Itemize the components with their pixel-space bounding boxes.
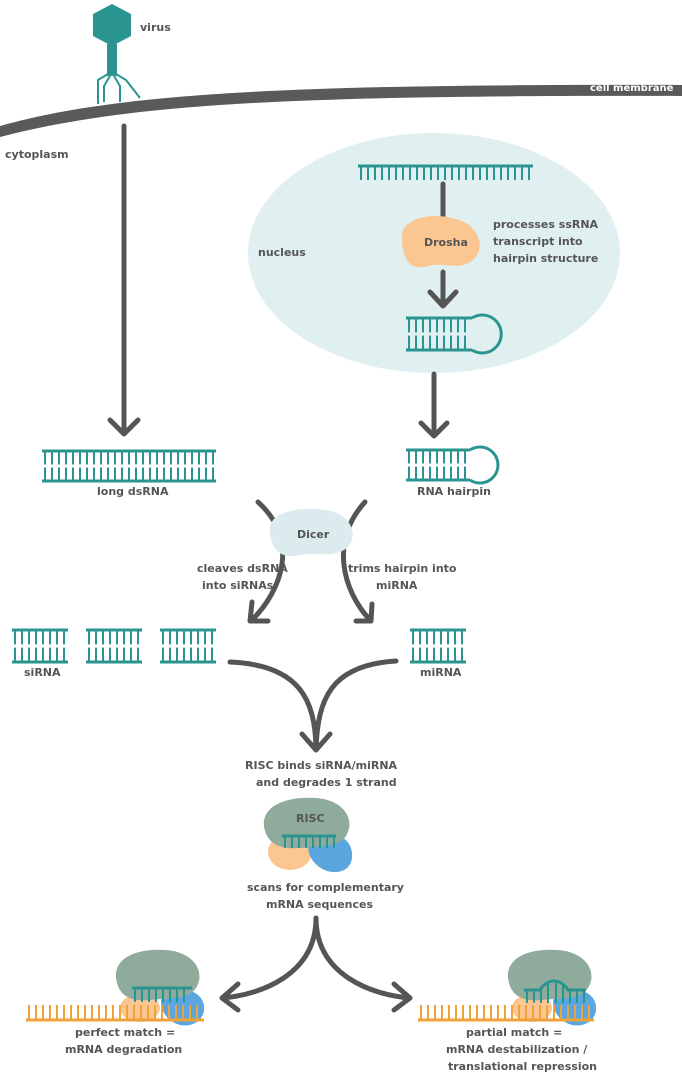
- drosha-description: processes ssRNA transcript into hairpin …: [493, 218, 602, 265]
- dicer-left-description: cleaves dsRNA into siRNAs: [197, 562, 292, 592]
- risc-label: RISC: [296, 812, 325, 825]
- sirna-1: [12, 628, 68, 664]
- scans-description: scans for complementary mRNA sequences: [247, 881, 408, 911]
- ssrna-transcript: [358, 164, 533, 180]
- mirna-label: miRNA: [420, 666, 462, 679]
- rna-hairpin: [406, 445, 500, 485]
- hairpin-in-nucleus: [406, 313, 503, 355]
- long-dsrna: [42, 449, 216, 483]
- arrow-virus-dsrna: [107, 123, 141, 437]
- arrow-diverge: [219, 915, 413, 1013]
- virus-label: virus: [140, 21, 171, 34]
- virus-icon: [93, 4, 141, 104]
- dicer-label: Dicer: [297, 528, 330, 541]
- dicer-right-description: trims hairpin into miRNA: [348, 562, 460, 592]
- sirna-3: [160, 628, 216, 664]
- cell-membrane-label: cell membrane: [590, 83, 674, 94]
- risc-perfect-match: [115, 949, 205, 1026]
- sirna-2: [86, 628, 142, 664]
- rna-hairpin-label: RNA hairpin: [417, 485, 491, 498]
- arrow-drosha-hairpin: [427, 269, 459, 309]
- risc-binds-description: RISC binds siRNA/miRNA and degrades 1 st…: [245, 759, 401, 789]
- dicer-enzyme: [269, 508, 353, 557]
- mrna-strand-right: [418, 1005, 594, 1022]
- partial-match-description: partial match = mRNA destabilization / t…: [446, 1026, 597, 1073]
- sirna-label: siRNA: [24, 666, 61, 679]
- nucleus-label: nucleus: [258, 246, 306, 259]
- arrow-dicer-right: [341, 499, 375, 624]
- mrna-strand-left: [26, 1005, 204, 1022]
- arrow-converge: [227, 658, 399, 753]
- cell-membrane: [0, 84, 682, 137]
- long-dsrna-label: long dsRNA: [97, 485, 169, 498]
- perfect-match-description: perfect match = mRNA degradation: [65, 1026, 182, 1056]
- mirna: [410, 628, 466, 664]
- drosha-label: Drosha: [424, 236, 468, 249]
- risc-complex: [263, 797, 353, 873]
- arrow-nucleus-hairpin: [418, 371, 450, 439]
- cytoplasm-label: cytoplasm: [5, 148, 69, 161]
- drosha-enzyme: [401, 216, 480, 268]
- arrow-dicer-left: [247, 499, 286, 624]
